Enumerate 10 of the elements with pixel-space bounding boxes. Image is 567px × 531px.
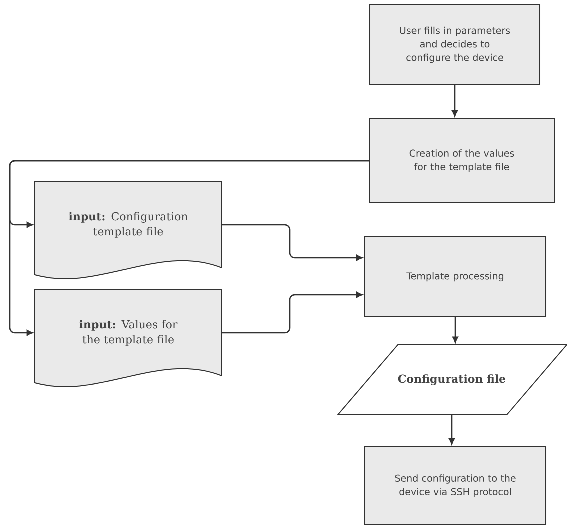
arrow [452, 318, 458, 344]
arrow [222, 292, 363, 334]
process-box: Send configuration to the device via SSH protocol [364, 446, 546, 526]
arrow [9, 160, 369, 336]
arrow [449, 415, 455, 445]
process-box: User fills in parameters and decides to configure the device [370, 4, 540, 86]
process-box: Template processing [364, 236, 546, 318]
process-box: Creation of the values for the template file [369, 118, 555, 204]
arrow [452, 86, 458, 117]
arrow [222, 224, 363, 261]
